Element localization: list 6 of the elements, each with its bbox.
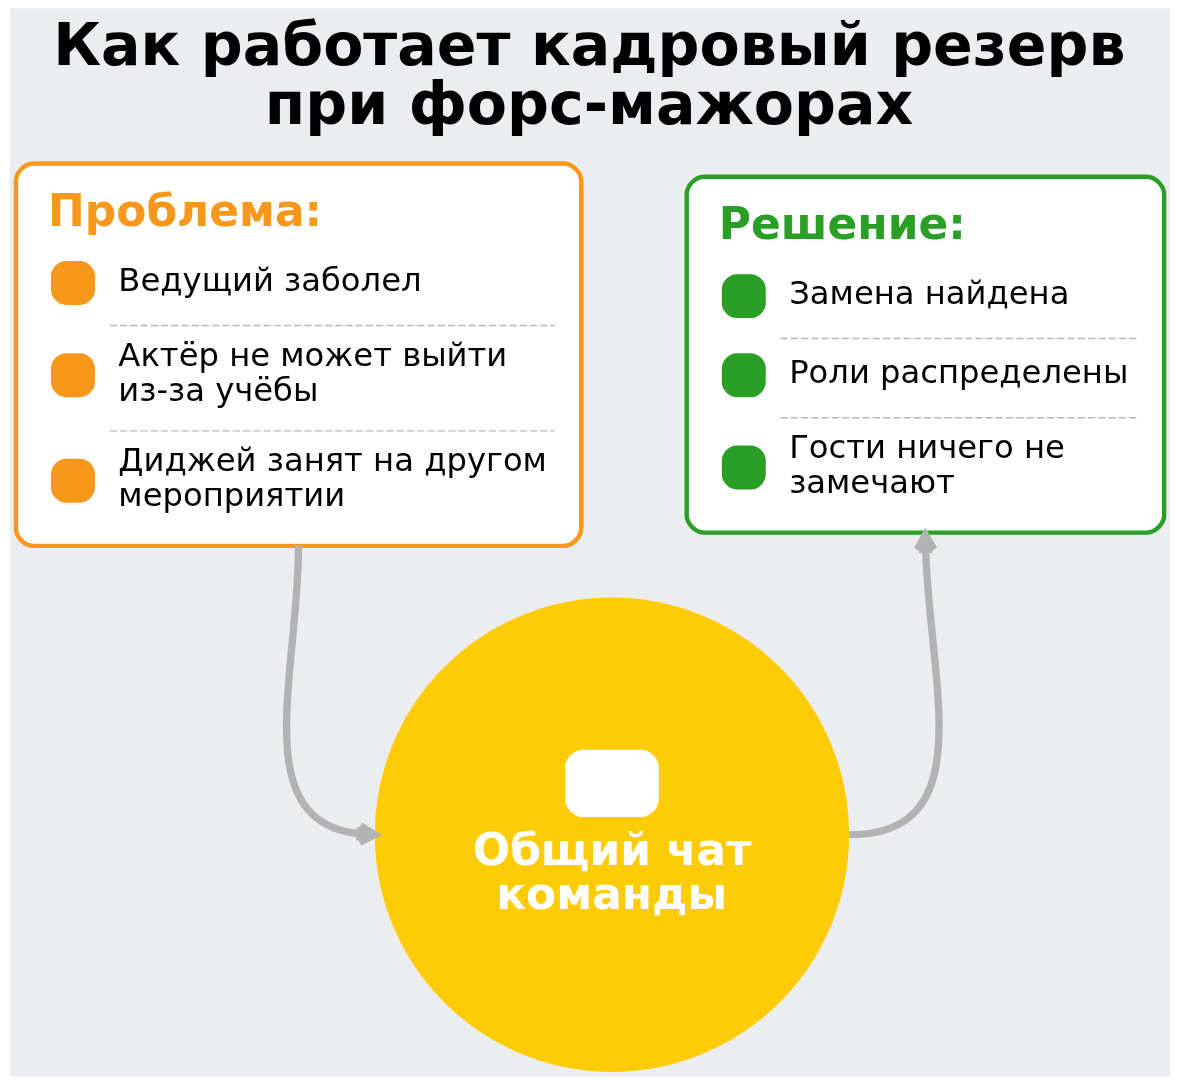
- node-circle: Общий чат команды: [374, 597, 850, 1072]
- diagram-title: Как работает кадровый резерв при форс-мажорах: [53, 11, 1126, 139]
- node-box: Решение: Замена найдена Роли распределены Гости ничего не замечают: [684, 174, 1167, 535]
- arrow: [848, 530, 943, 839]
- node-box: Проблема: Ведущий заболел Актёр не может выйти из-за учёбы Диджей занят на другом мероприятии: [13, 161, 584, 549]
- arrow: [283, 545, 379, 846]
